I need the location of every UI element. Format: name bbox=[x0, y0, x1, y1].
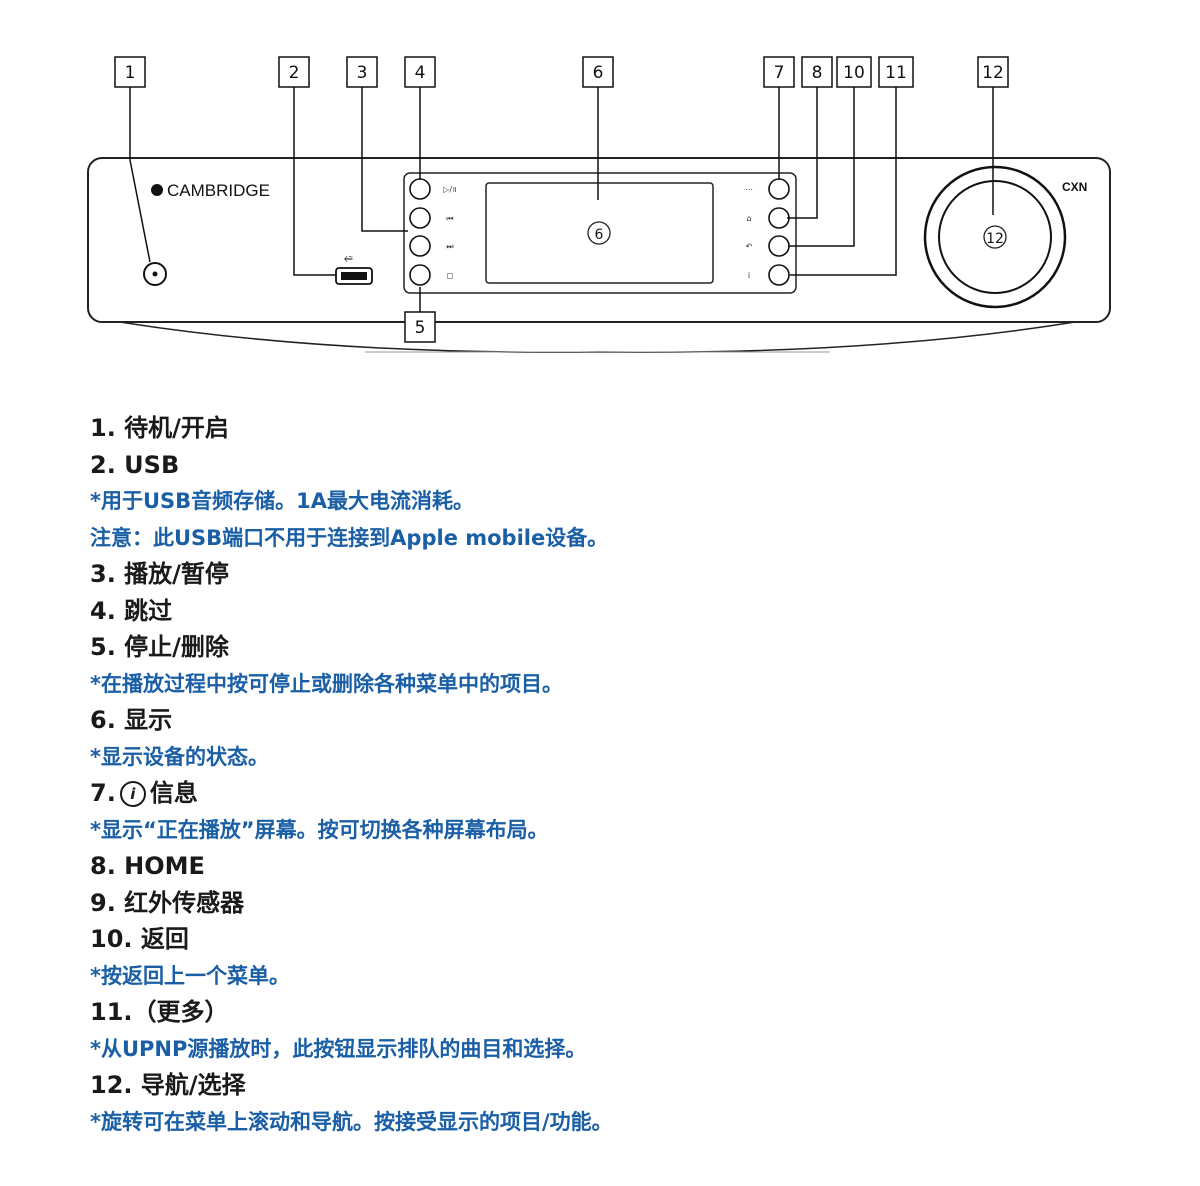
item-title: 8. HOME bbox=[90, 852, 205, 880]
item-title: 3. 播放/暂停 bbox=[90, 560, 229, 588]
item-title: 6. 显示 bbox=[90, 706, 173, 734]
knob-label: 12 bbox=[986, 231, 1004, 247]
item-title: 9. 红外传感器 bbox=[90, 888, 245, 917]
left-panel-button[interactable] bbox=[409, 178, 431, 200]
left-button-column: ▷/॥ ⏮ ⏭ ◻ bbox=[409, 178, 457, 286]
callout-box bbox=[114, 56, 146, 88]
usb-port[interactable] bbox=[335, 267, 373, 285]
left-panel-button[interactable] bbox=[409, 264, 431, 286]
right-panel-button[interactable] bbox=[768, 264, 790, 286]
item-title: 1. 待机/开启 bbox=[90, 414, 229, 442]
item-note: *在播放过程中按可停止或删除各种菜单中的项目。 bbox=[90, 671, 563, 696]
callout-number: 12 bbox=[982, 63, 1004, 83]
callout-box bbox=[977, 56, 1009, 88]
item-title: 2. USB bbox=[90, 450, 180, 479]
callout-number: 11 bbox=[885, 63, 907, 83]
model-name: CXN bbox=[1062, 180, 1087, 194]
callout-number: 8 bbox=[812, 63, 823, 83]
right-panel-button-icon: ⅰ bbox=[748, 271, 750, 280]
control-panel bbox=[403, 172, 797, 294]
brand-name: CAMBRIDGE bbox=[167, 181, 270, 200]
right-panel-button[interactable] bbox=[768, 178, 790, 200]
right-panel-button-icon: ↶ bbox=[745, 242, 753, 251]
right-panel-button-icon: ⋯ bbox=[745, 185, 753, 194]
item-title: 10. 返回 bbox=[90, 925, 189, 953]
item-note: *用于USB音频存储。1A最大电流消耗。 bbox=[90, 489, 475, 513]
left-panel-button-icon: ▷/॥ bbox=[443, 185, 457, 194]
item-note: *显示设备的状态。 bbox=[90, 744, 269, 769]
callout-box bbox=[404, 311, 436, 343]
item-title: 4. 跳过 bbox=[90, 596, 173, 625]
device-base bbox=[119, 321, 1076, 353]
callout-box bbox=[801, 56, 833, 88]
left-panel-button-icon: ⏭ bbox=[446, 242, 453, 251]
leader-lines bbox=[129, 87, 994, 312]
callout-box bbox=[582, 56, 614, 88]
right-panel-button[interactable] bbox=[768, 235, 790, 257]
left-panel-button[interactable] bbox=[409, 235, 431, 257]
callout-number: 1 bbox=[125, 63, 136, 83]
left-panel-button-icon: ◻ bbox=[447, 271, 454, 280]
item-title: 11.（更多） bbox=[90, 998, 229, 1026]
item-title: 5. 停止/删除 bbox=[90, 633, 229, 661]
item-note: *按返回上一个菜单。 bbox=[90, 963, 290, 988]
callout-number: 5 bbox=[415, 318, 426, 338]
brand-logo-icon bbox=[151, 184, 163, 196]
device-body bbox=[87, 157, 1111, 323]
display-label: 6 bbox=[595, 227, 604, 243]
item-note: *旋转可在菜单上滚动和导航。按接受显示的项目/功能。 bbox=[90, 1109, 613, 1134]
left-panel-button[interactable] bbox=[409, 207, 431, 229]
item-note: 注意：此USB端口不用于连接到Apple mobile设备。 bbox=[90, 525, 609, 550]
power-button[interactable] bbox=[143, 262, 167, 286]
navigation-knob[interactable] bbox=[923, 165, 1067, 309]
callout-number: 6 bbox=[593, 63, 604, 83]
left-panel-button-icon: ⏮ bbox=[446, 214, 453, 223]
info-icon: i bbox=[119, 781, 146, 807]
callout-number: 4 bbox=[415, 63, 426, 83]
callout-box bbox=[404, 56, 436, 88]
item-note: *从UPNP源播放时，此按钮显示排队的曲目和选择。 bbox=[90, 1036, 587, 1061]
callout-number: 10 bbox=[843, 63, 865, 83]
callout-number: 7 bbox=[774, 63, 785, 83]
right-button-column: ⋯ ⌂ ↶ ⅰ bbox=[745, 178, 790, 286]
callout-number: 2 bbox=[289, 63, 300, 83]
item-title-suffix: 信息 bbox=[149, 779, 198, 807]
legend-list: 1. 待机/开启 2. USB *用于USB音频存储。1A最大电流消耗。注意：此US… bbox=[90, 410, 1150, 1140]
usb-icon: ⭉ bbox=[344, 252, 353, 265]
callout-number: 3 bbox=[357, 63, 368, 83]
right-panel-button[interactable] bbox=[768, 207, 790, 229]
callout-box bbox=[346, 56, 378, 88]
item-title-prefix: 7. bbox=[90, 779, 116, 807]
item-title: 12. 导航/选择 bbox=[90, 1071, 246, 1099]
item-note: *显示“正在播放”屏幕。按可切换各种屏幕布局。 bbox=[90, 817, 549, 842]
display-screen bbox=[485, 182, 714, 284]
right-panel-button-icon: ⌂ bbox=[746, 214, 751, 223]
callout-box bbox=[836, 56, 872, 88]
